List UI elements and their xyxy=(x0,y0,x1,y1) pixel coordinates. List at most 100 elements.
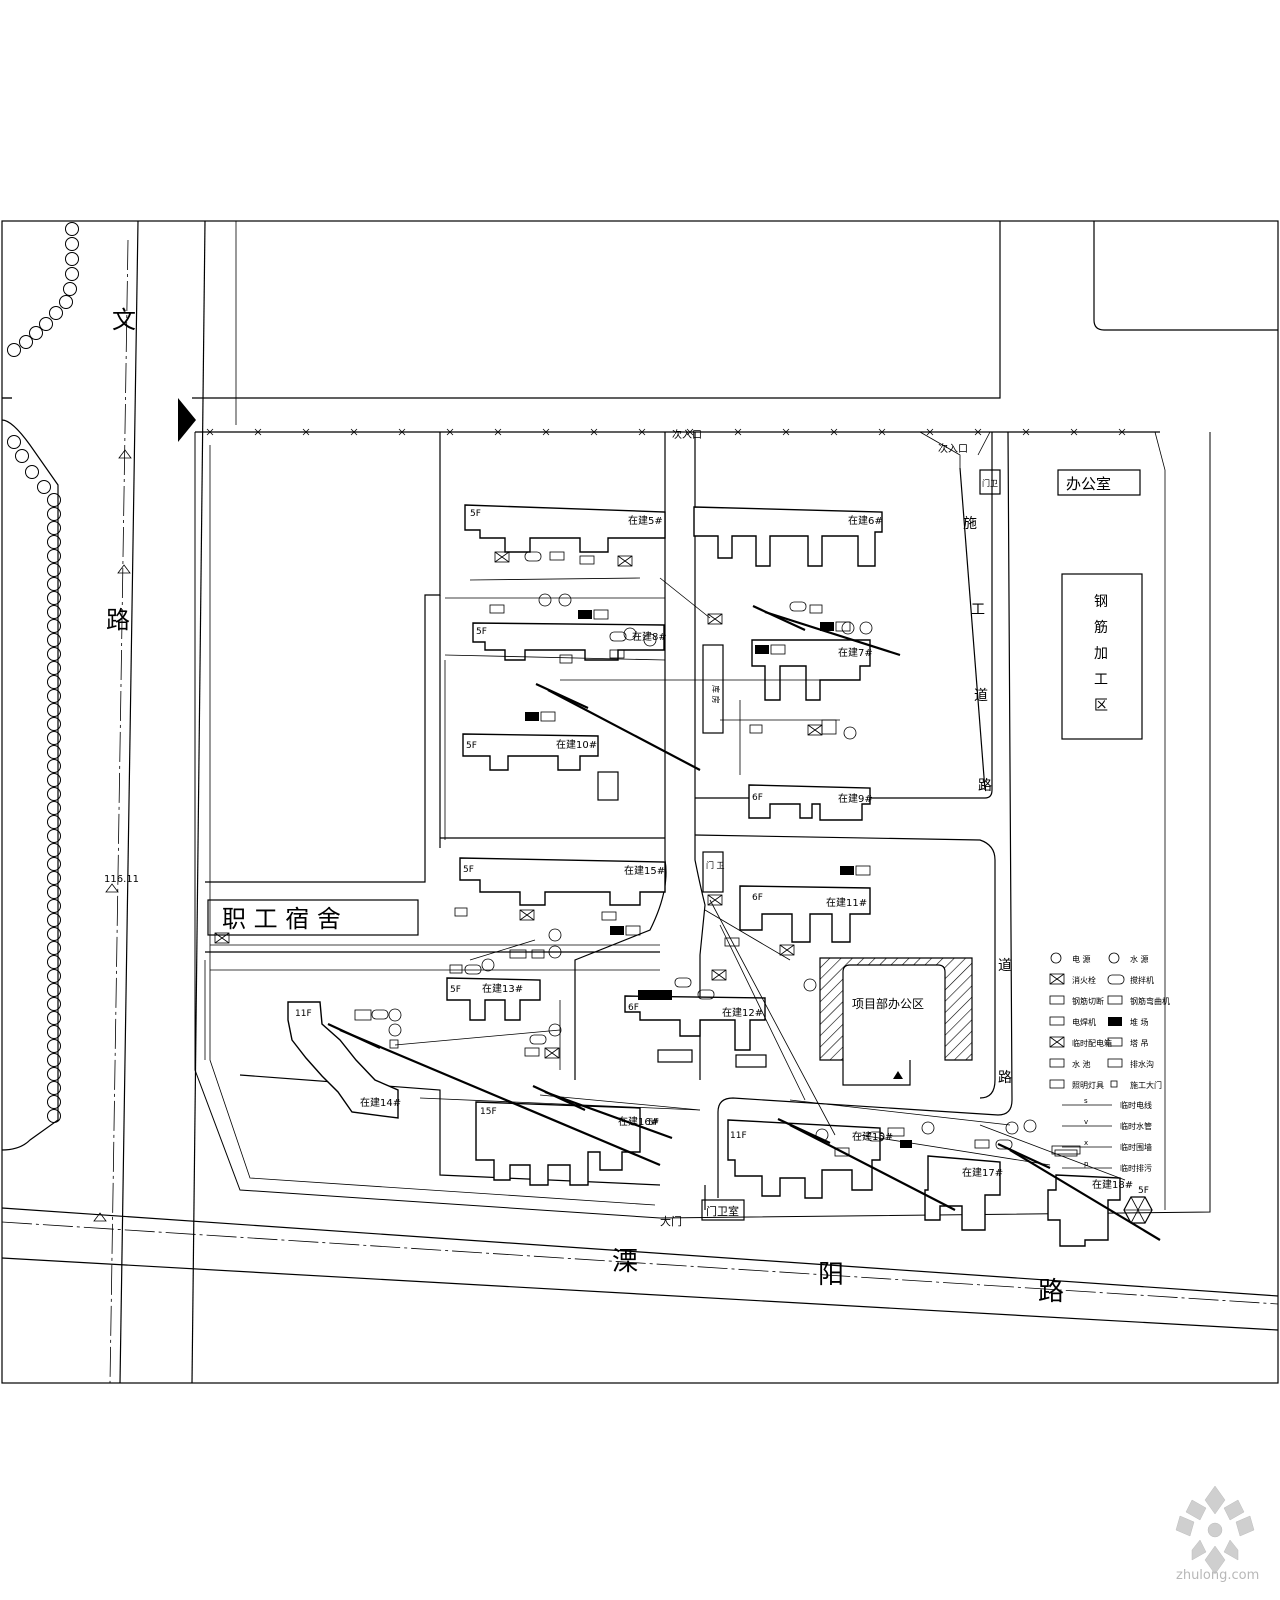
legend-label: 临时围墙 xyxy=(1120,1142,1152,1152)
legend-symbol xyxy=(1049,973,1065,985)
tower-crane xyxy=(777,1118,956,1211)
stack-icon xyxy=(820,621,851,632)
legend-symbol xyxy=(1049,1058,1065,1068)
tree-icon xyxy=(47,633,61,647)
legend-label: 临时水管 xyxy=(1120,1121,1152,1131)
building-floors: 5F xyxy=(450,985,461,995)
tree-icon xyxy=(47,675,61,689)
svg-text:路: 路 xyxy=(978,778,992,794)
fence-mark xyxy=(254,428,262,436)
tree-icon xyxy=(7,343,21,357)
equipment-box xyxy=(489,604,505,614)
equipment-box xyxy=(821,719,837,735)
legend-symbol xyxy=(1050,952,1062,964)
legend-label: 临时排污 xyxy=(1120,1163,1152,1173)
legend-item-tank: 水 池 xyxy=(1049,1058,1091,1069)
legend-label: 钢筋弯曲机 xyxy=(1130,996,1170,1006)
building-floors: 5F xyxy=(648,1118,659,1128)
tree-icon xyxy=(47,773,61,787)
tree-icon xyxy=(47,577,61,591)
tree-icon xyxy=(47,997,61,1011)
site-equipment xyxy=(214,551,1078,1157)
distribution-box-icon xyxy=(214,932,230,944)
pipe-line xyxy=(659,577,711,619)
building-3: 6F在建7# xyxy=(751,639,873,701)
legend-line-code: p xyxy=(1084,1160,1089,1168)
svg-text:区: 区 xyxy=(1094,698,1108,714)
pipe-line xyxy=(419,1097,701,1111)
crane-boom xyxy=(789,1124,956,1211)
crane-boom xyxy=(764,610,901,657)
tree-icon xyxy=(47,871,61,885)
legend-symbol xyxy=(1110,1080,1118,1088)
tree-icon xyxy=(47,1095,61,1109)
building-name: 在建8# xyxy=(632,630,667,643)
svg-text:工: 工 xyxy=(1094,672,1108,688)
building-outline xyxy=(739,885,871,943)
tree-icon xyxy=(47,605,61,619)
equipment-box xyxy=(531,949,545,959)
elevation-mark: 116.11 xyxy=(104,874,139,885)
tank-icon xyxy=(697,989,715,1000)
building-floors: 5F xyxy=(466,741,477,751)
tree-row-west xyxy=(7,435,61,1123)
pipe-line xyxy=(539,1094,701,1111)
crane-mast xyxy=(752,605,806,631)
svg-text:筋: 筋 xyxy=(1094,619,1108,636)
pipe-line xyxy=(444,654,666,661)
stack-icon xyxy=(610,925,641,936)
tank-icon xyxy=(524,551,542,562)
tree-icon xyxy=(47,815,61,829)
fence-mark xyxy=(878,428,886,436)
tank-icon xyxy=(464,964,482,975)
tree-icon xyxy=(47,731,61,745)
tank-icon xyxy=(371,1009,389,1020)
hydrant-icon xyxy=(1005,1121,1019,1135)
tree-icon xyxy=(15,449,29,463)
svg-text:施: 施 xyxy=(963,516,977,532)
steel-processing-area: 钢 筋 加 工 区 xyxy=(1061,573,1143,740)
main-gate-label: 大门 xyxy=(660,1214,682,1228)
building-outline xyxy=(462,733,599,771)
building-outline xyxy=(459,857,666,906)
svg-text:道: 道 xyxy=(974,688,988,704)
legend-item-crane: 塔 吊 xyxy=(1107,1037,1149,1048)
equipment-box xyxy=(449,964,463,974)
distribution-box-icon xyxy=(807,724,823,736)
hydrant-icon xyxy=(558,593,572,607)
west-road: 文 路 116.11 xyxy=(2,220,1160,1384)
building-outline xyxy=(751,639,871,701)
tree-icon xyxy=(47,983,61,997)
tree-icon xyxy=(47,619,61,633)
pipe-line xyxy=(709,899,836,1136)
south-road-char-2: 阳 xyxy=(818,1260,844,1290)
site-fence xyxy=(194,432,1211,1219)
tree-icon xyxy=(47,759,61,773)
tree-icon xyxy=(47,1053,61,1067)
equipment-box xyxy=(601,911,617,921)
equipment-box xyxy=(559,654,573,664)
legend-item-stack: 堆 场 xyxy=(1108,1017,1149,1027)
legend-item-light: 照明灯具 xyxy=(1049,1079,1104,1090)
fence-mark xyxy=(1070,428,1078,436)
building-name: 在建9# xyxy=(838,792,873,805)
ne-small-label: 门卫 xyxy=(982,478,998,488)
legend-label: 施工大门 xyxy=(1130,1080,1162,1090)
stack-icon xyxy=(578,609,609,620)
legend-item-bender: 钢筋弯曲机 xyxy=(1107,995,1170,1006)
tree-icon xyxy=(47,591,61,605)
fence-mark xyxy=(974,428,982,436)
building-floors: 5F xyxy=(463,865,474,875)
tree-icon xyxy=(47,689,61,703)
tree-icon xyxy=(47,899,61,913)
watermark-text: zhulong.com xyxy=(1176,1568,1260,1583)
building-name: 在建12# xyxy=(722,1006,763,1019)
hydrant-icon xyxy=(548,1023,562,1037)
building-outline xyxy=(624,995,766,1051)
equipment-box xyxy=(389,1039,399,1049)
legend-symbol xyxy=(1108,1017,1122,1026)
tree-icon xyxy=(25,465,39,479)
building-name: 在建10# xyxy=(556,738,597,751)
